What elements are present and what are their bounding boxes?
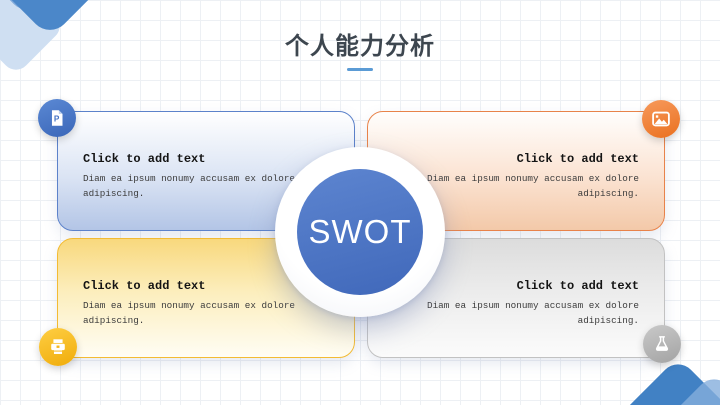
title-underline xyxy=(347,68,373,71)
card-heading-placeholder[interactable]: Click to add text xyxy=(516,152,639,166)
document-icon: P xyxy=(38,99,76,137)
card-heading-placeholder[interactable]: Click to add text xyxy=(83,279,206,293)
swot-label: SWOT xyxy=(308,213,412,250)
card-text-block: Click to add text Diam ea ipsum nonumy a… xyxy=(368,112,664,230)
printer-icon xyxy=(39,328,77,366)
swot-center-circle: SWOT xyxy=(275,147,445,317)
title-block: 个人能力分析 xyxy=(0,26,720,71)
card-heading-placeholder[interactable]: Click to add text xyxy=(83,152,206,166)
decoration-shape xyxy=(607,371,720,405)
card-body-text[interactable]: Diam ea ipsum nonumy accusam ex dolore a… xyxy=(83,173,296,199)
card-body-text[interactable]: Diam ea ipsum nonumy accusam ex dolore a… xyxy=(83,300,296,326)
flask-icon xyxy=(643,325,681,363)
decoration-shape xyxy=(0,0,149,19)
card-body-text[interactable]: Diam ea ipsum nonumy accusam ex dolore a… xyxy=(426,300,639,326)
swot-inner-circle: SWOT xyxy=(297,169,423,295)
card-text-block: Click to add text Diam ea ipsum nonumy a… xyxy=(58,112,354,230)
card-heading-placeholder[interactable]: Click to add text xyxy=(516,279,639,293)
card-body-text[interactable]: Diam ea ipsum nonumy accusam ex dolore a… xyxy=(426,173,639,199)
card-text-block: Click to add text Diam ea ipsum nonumy a… xyxy=(58,239,354,357)
page-title: 个人能力分析 xyxy=(285,33,435,60)
document-letter: P xyxy=(54,115,60,124)
card-text-block: Click to add text Diam ea ipsum nonumy a… xyxy=(368,239,664,357)
decoration-shape xyxy=(571,356,720,405)
image-icon xyxy=(642,100,680,138)
